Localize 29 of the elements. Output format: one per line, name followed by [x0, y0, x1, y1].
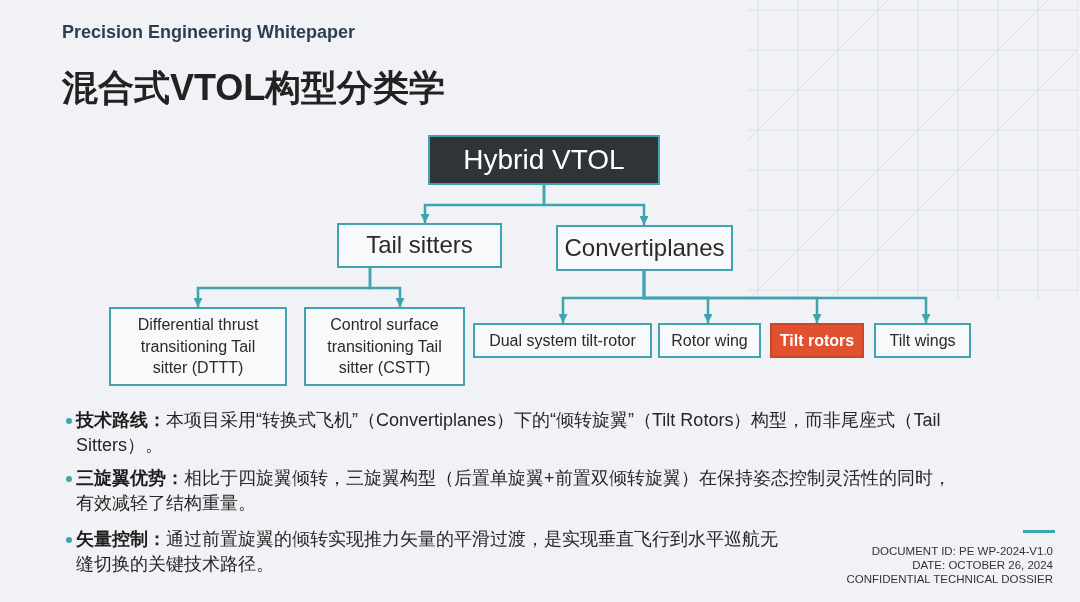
node-text: Convertiplanes	[564, 233, 725, 263]
header-text: Precision Engineering Whitepaper	[62, 21, 356, 43]
category-box	[556, 225, 733, 271]
category-box	[337, 223, 502, 268]
node-text: Tilt rotors	[779, 330, 855, 351]
node-text: Hybrid VTOL	[463, 143, 625, 177]
node-text: Rotor wing	[671, 330, 748, 351]
node-text: Control surface transitioning Tail sitter (CSTT)	[326, 315, 443, 379]
date-text: DATE: OCTOBER 26, 2024	[912, 558, 1053, 572]
type-box	[473, 323, 652, 358]
highlighted-type-box	[770, 323, 864, 358]
confidential-note: CONFIDENTIAL TECHNICAL DOSSIER	[846, 572, 1053, 586]
arrow	[542, 185, 649, 225]
arrow	[368, 268, 405, 307]
node-text: Dual system tilt-rotor	[489, 330, 636, 351]
node-text: Tail sitters	[366, 231, 473, 260]
type-box	[658, 323, 761, 358]
root-box	[428, 135, 660, 185]
type-box	[874, 323, 971, 358]
type-box	[109, 307, 287, 386]
page-title: 混合式VTOL构型分类学	[62, 66, 446, 110]
bullet-text: 三旋翼优势：相比于四旋翼倾转，三旋翼构型（后置单旋翼+前置双倾转旋翼）在保持姿态控制灵活性的同时，有效减轻了结构重量。	[76, 467, 952, 515]
node-text: Differential thrust transitioning Tail sitter (DTTT)	[136, 315, 260, 379]
bullet-text: 技术路线：本项目采用“转换式飞机”（Convertiplanes）下的“倾转旋翼”（Tilt Rotors）构型，而非尾座式（Tail Sitters）。	[76, 409, 942, 457]
type-box	[304, 307, 465, 386]
arrow	[642, 271, 931, 323]
bullet-text: 矢量控制：通过前置旋翼的倾转实现推力矢量的平滑过渡，是实现垂直飞行到水平巡航无缝切换的关键技术路径。	[76, 528, 779, 576]
document-id-text: DOCUMENT ID: PE WP-2024-V1.0	[871, 544, 1053, 558]
node-text: Tilt wings	[889, 330, 956, 351]
